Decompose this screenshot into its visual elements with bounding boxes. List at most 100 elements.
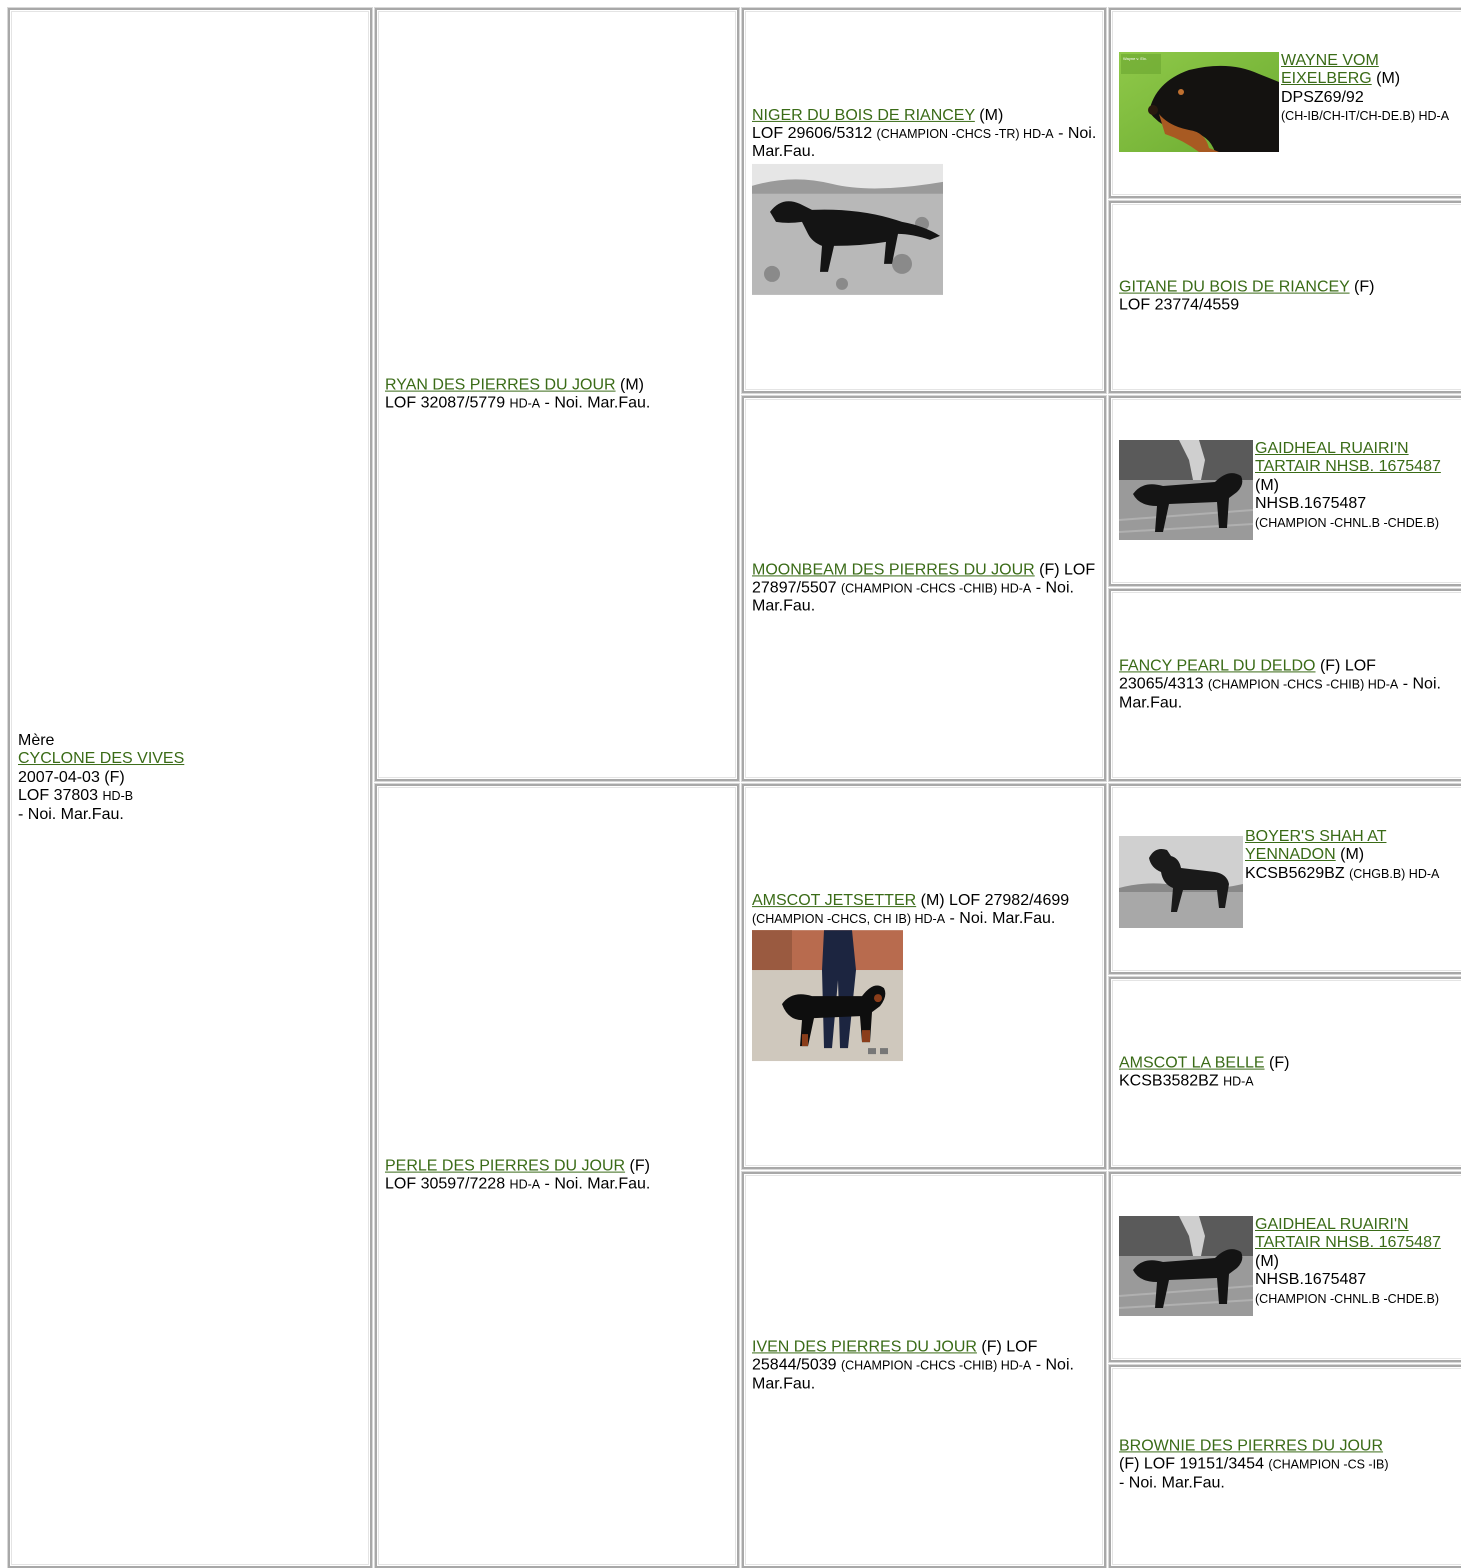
sire-info: RYAN DES PIERRES DU JOUR (M) LOF 32087/5…: [385, 376, 731, 413]
niger-color: - Noi. Mar.Fau.: [752, 124, 1097, 161]
amscot-jetsetter-titles: (CHAMPION -CHCS, CH IB) HD-A: [752, 912, 946, 926]
mother-info: Mère CYCLONE DES VIVES 2007-04-03 (F) LO…: [18, 732, 364, 824]
amscot-jetsetter-color: - Noi. Mar.Fau.: [945, 910, 1056, 927]
niger-reg: LOF 29606/5312: [752, 124, 873, 142]
fancy-cell: FANCY PEARL DU DELDO (F) LOF 23065/4313 …: [1108, 588, 1461, 782]
fancy-titles: (CHAMPION -CHCS -CHIB) HD-A: [1207, 677, 1399, 692]
gaidheal-2-reg: NHSB.1675487: [1255, 1271, 1367, 1289]
wayne-cell: Wayne v. Eix. WAYNE VOM EIXELBERG (M) DP…: [1108, 7, 1461, 199]
gaidheal-2-info: GAIDHEAL RUAIRI'N TARTAIR NHSB. 1675487 …: [1119, 1216, 1461, 1318]
gaidheal-1-sex: (M): [1255, 476, 1279, 494]
amscot-jetsetter-info: AMSCOT JETSETTER (M) LOF 27982/4699 (CHA…: [752, 892, 1098, 1062]
mother-lof: LOF 37803: [18, 787, 99, 805]
gaidheal-2-cell: GAIDHEAL RUAIRI'N TARTAIR NHSB. 1675487 …: [1108, 1171, 1461, 1363]
iven-color: - Noi. Mar.Fau.: [752, 1356, 1074, 1393]
dam-sex: (F): [625, 1157, 650, 1175]
dam-cell: PERLE DES PIERRES DU JOUR (F) LOF 30597/…: [374, 783, 740, 1568]
moonbeam-color: - Noi. Mar.Fau.: [752, 579, 1074, 615]
gitane-sex: (F): [1349, 278, 1375, 296]
iven-sex: (F) LOF 25844/5039: [752, 1338, 1038, 1374]
sire-cell: RYAN DES PIERRES DU JOUR (M) LOF 32087/5…: [374, 7, 740, 782]
sire-hd: HD-A: [509, 396, 541, 411]
amscot-belle-reg: KCSB3582BZ: [1119, 1073, 1219, 1090]
brownie-titles: (CHAMPION -CS -IB): [1268, 1457, 1389, 1472]
niger-dog-photo[interactable]: [752, 163, 943, 295]
fancy-info: FANCY PEARL DU DELDO (F) LOF 23065/4313 …: [1119, 657, 1461, 712]
gaidheal-1-cell: GAIDHEAL RUAIRI'N TARTAIR NHSB. 1675487 …: [1108, 395, 1461, 587]
brownie-cell: BROWNIE DES PIERRES DU JOUR (F) LOF 1915…: [1108, 1364, 1461, 1568]
brownie-name-link[interactable]: BROWNIE DES PIERRES DU JOUR: [1119, 1437, 1384, 1455]
dam-color: - Noi. Mar.Fau.: [540, 1176, 651, 1193]
mother-color: - Noi. Mar.Fau.: [18, 805, 124, 823]
moonbeam-cell: MOONBEAM DES PIERRES DU JOUR (F) LOF 278…: [741, 395, 1107, 782]
amscot-belle-cell: AMSCOT LA BELLE (F) KCSB3582BZ HD-A: [1108, 976, 1461, 1170]
gaidheal-1-info: GAIDHEAL RUAIRI'N TARTAIR NHSB. 1675487 …: [1119, 440, 1461, 542]
mother-label: Mère: [18, 732, 55, 750]
wayne-sex: (M): [1371, 70, 1401, 88]
moonbeam-sex: (F) LOF 27897/5507: [752, 560, 1096, 597]
sire-sex: (M): [615, 376, 644, 394]
niger-name-link[interactable]: NIGER DU BOIS DE RIANCEY: [752, 106, 975, 124]
moonbeam-info: MOONBEAM DES PIERRES DU JOUR (F) LOF 278…: [752, 561, 1098, 616]
mother-name-link[interactable]: CYCLONE DES VIVES: [18, 750, 185, 768]
gitane-name-link[interactable]: GITANE DU BOIS DE RIANCEY: [1119, 278, 1350, 296]
wayne-titles: (CH-IB/CH-IT/CH-DE.B) HD-A: [1281, 109, 1450, 124]
brownie-color: - Noi. Mar.Fau.: [1119, 1474, 1225, 1492]
niger-cell: NIGER DU BOIS DE RIANCEY (M) LOF 29606/5…: [741, 7, 1107, 394]
iven-cell: IVEN DES PIERRES DU JOUR (F) LOF 25844/5…: [741, 1171, 1107, 1568]
fancy-sex: (F) LOF 23065/4313: [1119, 657, 1376, 693]
brownie-sex: (F) LOF 19151/3454: [1119, 1455, 1264, 1473]
gaidheal-1-name-link[interactable]: GAIDHEAL RUAIRI'N TARTAIR NHSB. 1675487: [1255, 440, 1441, 476]
amscot-belle-info: AMSCOT LA BELLE (F) KCSB3582BZ HD-A: [1119, 1055, 1461, 1092]
gitane-info: GITANE DU BOIS DE RIANCEY (F) LOF 23774/…: [1119, 279, 1461, 316]
gaidheal-2-dog-photo[interactable]: [1119, 1216, 1253, 1316]
wayne-dog-photo[interactable]: Wayne v. Eix.: [1119, 52, 1279, 152]
boyer-dog-photo[interactable]: [1119, 828, 1243, 928]
niger-info: NIGER DU BOIS DE RIANCEY (M) LOF 29606/5…: [752, 106, 1098, 295]
moonbeam-titles: (CHAMPION -CHCS -CHIB) HD-A: [840, 581, 1032, 596]
amscot-jetsetter-sex: (M) LOF 27982/4699: [916, 891, 1070, 909]
wayne-name-link[interactable]: WAYNE VOM EIXELBERG: [1281, 52, 1379, 88]
iven-titles: (CHAMPION -CHCS -CHIB) HD-A: [840, 1358, 1032, 1373]
dam-hd: HD-A: [509, 1178, 541, 1192]
sire-color: - Noi. Mar.Fau.: [540, 394, 651, 412]
amscot-jetsetter-dog-photo[interactable]: [752, 930, 903, 1062]
boyer-info: BOYER'S SHAH AT YENNADON (M) KCSB5629BZ …: [1119, 828, 1461, 930]
amscot-jetsetter-cell: AMSCOT JETSETTER (M) LOF 27982/4699 (CHA…: [741, 783, 1107, 1170]
amscot-jetsetter-name-link[interactable]: AMSCOT JETSETTER: [752, 891, 917, 909]
gaidheal-2-name-link[interactable]: GAIDHEAL RUAIRI'N TARTAIR NHSB. 1675487: [1255, 1216, 1441, 1252]
moonbeam-name-link[interactable]: MOONBEAM DES PIERRES DU JOUR: [752, 560, 1035, 578]
amscot-belle-sex: (F): [1264, 1054, 1290, 1072]
wayne-reg: DPSZ69/92: [1281, 88, 1364, 106]
fancy-color: - Noi. Mar.Fau.: [1119, 675, 1441, 712]
mother-cell: Mère CYCLONE DES VIVES 2007-04-03 (F) LO…: [7, 7, 373, 1568]
mother-birth: 2007-04-03 (F): [18, 768, 125, 786]
wayne-photo-caption: Wayne v. Eix.: [1123, 56, 1147, 61]
gaidheal-2-sex: (M): [1255, 1252, 1279, 1270]
amscot-belle-name-link[interactable]: AMSCOT LA BELLE: [1119, 1054, 1265, 1072]
niger-titles: (CHAMPION -CHCS -TR) HD-A: [876, 126, 1054, 141]
amscot-belle-titles: HD-A: [1223, 1075, 1254, 1089]
dam-name-link[interactable]: PERLE DES PIERRES DU JOUR: [385, 1157, 626, 1175]
wayne-info: Wayne v. Eix. WAYNE VOM EIXELBERG (M) DP…: [1119, 52, 1461, 154]
boyer-cell: BOYER'S SHAH AT YENNADON (M) KCSB5629BZ …: [1108, 783, 1461, 975]
mother-hd: HD-B: [102, 789, 134, 804]
boyer-titles: (CHGB.B) HD-A: [1349, 866, 1440, 881]
gaidheal-1-titles: (CHAMPION -CHNL.B -CHDE.B): [1255, 515, 1440, 530]
niger-sex: (M): [974, 106, 1004, 124]
boyer-name-link[interactable]: BOYER'S SHAH AT YENNADON: [1245, 828, 1387, 864]
gitane-reg: LOF 23774/4559: [1119, 297, 1240, 314]
boyer-reg: KCSB5629BZ: [1245, 864, 1345, 882]
sire-name-link[interactable]: RYAN DES PIERRES DU JOUR: [385, 376, 616, 394]
fancy-name-link[interactable]: FANCY PEARL DU DELDO: [1119, 657, 1316, 675]
dam-reg: LOF 30597/7228: [385, 1176, 506, 1193]
brownie-info: BROWNIE DES PIERRES DU JOUR (F) LOF 1915…: [1119, 1437, 1461, 1492]
gaidheal-1-dog-photo[interactable]: [1119, 440, 1253, 540]
dam-info: PERLE DES PIERRES DU JOUR (F) LOF 30597/…: [385, 1158, 731, 1195]
boyer-sex: (M): [1335, 846, 1365, 864]
iven-name-link[interactable]: IVEN DES PIERRES DU JOUR: [752, 1338, 977, 1356]
sire-reg: LOF 32087/5779: [385, 394, 506, 412]
gitane-cell: GITANE DU BOIS DE RIANCEY (F) LOF 23774/…: [1108, 200, 1461, 394]
iven-info: IVEN DES PIERRES DU JOUR (F) LOF 25844/5…: [752, 1338, 1098, 1393]
gaidheal-2-titles: (CHAMPION -CHNL.B -CHDE.B): [1255, 1291, 1440, 1306]
